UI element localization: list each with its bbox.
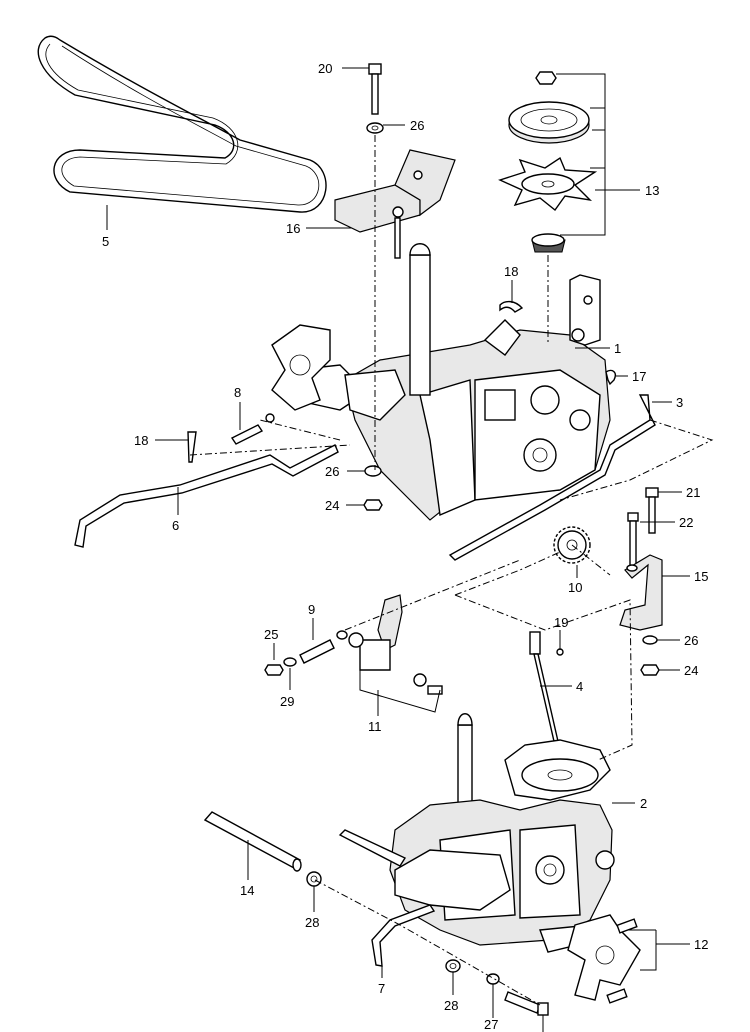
washer-28-lower: [445, 959, 461, 973]
callout-20: 20: [318, 61, 332, 76]
washer-nut-upper: [363, 465, 383, 511]
callout-5: 5: [102, 234, 109, 249]
callout-22: 22: [679, 515, 693, 530]
spring-9-assembly: [264, 630, 348, 676]
callout-18-left: 18: [134, 433, 148, 448]
pulley-fan-assembly: [498, 71, 598, 253]
callout-leaders: [106, 67, 690, 1032]
upper-transaxle: [271, 243, 611, 521]
callout-9: 9: [308, 602, 315, 617]
washer-27-bolt: [486, 973, 549, 1016]
callout-3: 3: [676, 395, 683, 410]
callout-labels: 20 26 5 16 13 18 1 17 3 8 18 6 26 24 21 …: [102, 61, 708, 1032]
callout-7: 7: [378, 981, 385, 996]
callout-4: 4: [576, 679, 583, 694]
callout-29: 29: [280, 694, 294, 709]
callout-13: 13: [645, 183, 659, 198]
clip-18-left: [187, 431, 197, 463]
callout-18-top: 18: [504, 264, 518, 279]
callout-26-mid: 26: [325, 464, 339, 479]
assembly-centerlines: [189, 135, 714, 1006]
callout-8: 8: [234, 385, 241, 400]
callout-12: 12: [694, 937, 708, 952]
spring-8: [230, 413, 275, 445]
callout-16: 16: [286, 221, 300, 236]
bracket-15-assembly: [619, 487, 663, 676]
rod-4: [529, 631, 564, 751]
callout-14: 14: [240, 883, 254, 898]
callout-1: 1: [614, 341, 621, 356]
callout-6: 6: [172, 518, 179, 533]
top-bolt-bracket-assembly: [334, 63, 456, 259]
callout-25: 25: [264, 627, 278, 642]
callout-28-left: 28: [305, 915, 319, 930]
clip-17: [605, 369, 616, 386]
callout-21: 21: [686, 485, 700, 500]
callout-26-right: 26: [684, 633, 698, 648]
rod-7: [371, 904, 436, 967]
callout-28-lower: 28: [444, 998, 458, 1013]
control-rod-6: [74, 444, 339, 548]
callout-11: 11: [368, 719, 382, 734]
tube-14: [203, 811, 302, 872]
callout-17: 17: [632, 369, 646, 384]
drive-belt: [37, 35, 327, 213]
callout-10: 10: [568, 580, 582, 595]
callout-2: 2: [640, 796, 647, 811]
clip-18-top: [499, 300, 524, 313]
callout-24-right: 24: [684, 663, 698, 678]
callout-26-top: 26: [410, 118, 424, 133]
callout-19: 19: [554, 615, 568, 630]
callout-24-mid: 24: [325, 498, 339, 513]
lever-11-assembly: [348, 594, 443, 695]
callout-27: 27: [484, 1017, 498, 1032]
lower-transaxle: [338, 713, 641, 1004]
washer-28-left: [306, 871, 322, 887]
callout-15: 15: [694, 569, 708, 584]
